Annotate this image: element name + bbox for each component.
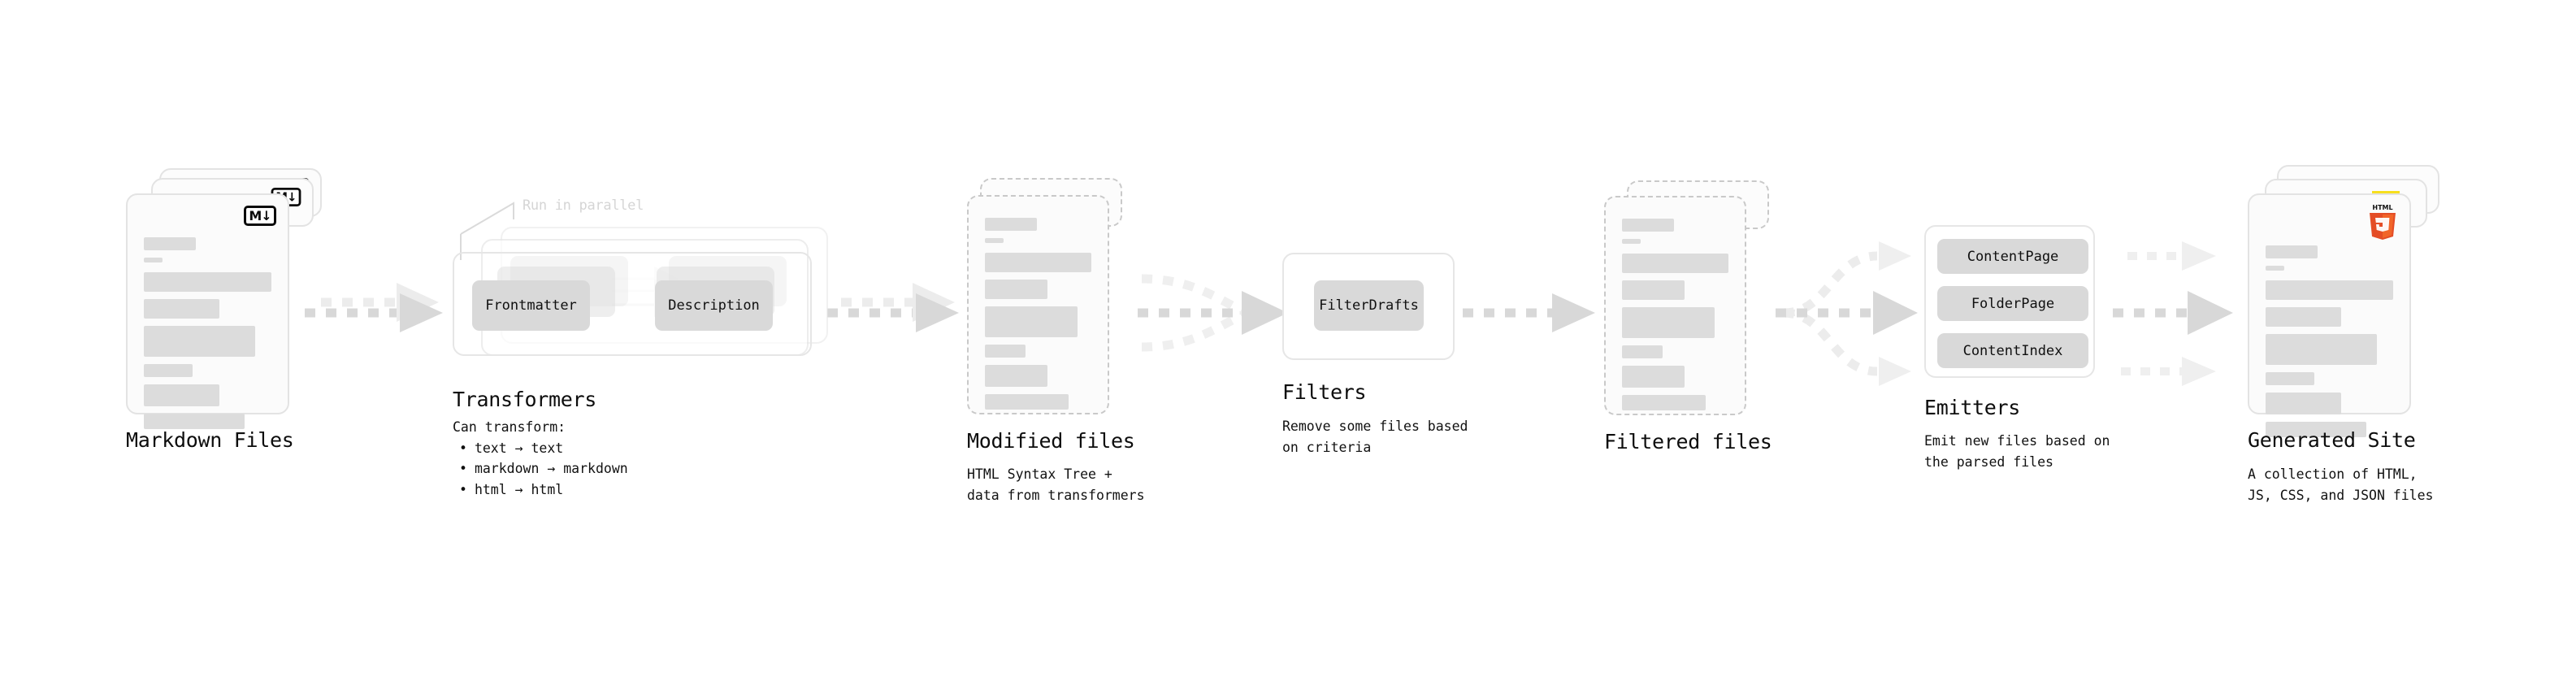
filtered-card-front <box>1604 196 1746 415</box>
transformers-bullet-item: html → html <box>453 479 628 501</box>
markdown-files-caption: Markdown Files <box>126 428 294 452</box>
transformer-node-description[interactable]: Description <box>655 280 773 331</box>
filtered-files-caption: Filtered files <box>1604 430 1772 453</box>
arrow-modified-to-filters <box>1138 274 1288 352</box>
emitters-description: Emit new files based on the parsed files <box>1924 433 2110 470</box>
modified-card-front <box>967 195 1109 414</box>
transformers-bullet-item: markdown → markdown <box>453 458 628 479</box>
transformers-bullet-item: text → text <box>453 438 628 459</box>
arrow-markdown-to-transformers <box>305 283 443 332</box>
document-placeholder-bars <box>1622 219 1728 418</box>
document-placeholder-bars <box>144 237 271 436</box>
arrow-transformers-to-modified <box>827 283 959 332</box>
filter-node-filterdrafts[interactable]: FilterDrafts <box>1314 280 1424 331</box>
filters-caption: Filters <box>1282 380 1367 404</box>
emitters-group: ContentPage FolderPage ContentIndex <box>1924 225 2095 378</box>
transformers-description: Can transform: text → text markdown → ma… <box>453 417 628 500</box>
markdown-card-front: M↓ <box>126 193 289 429</box>
modified-files-caption: Modified files <box>967 429 1135 453</box>
transformers-annotation: Run in parallel <box>523 197 644 214</box>
generated-card-front: HTML <box>2248 193 2411 437</box>
emitter-node-folderpage[interactable]: FolderPage <box>1937 286 2088 321</box>
transformers-caption: Transformers <box>453 388 597 411</box>
html5-icon: HTML <box>2370 204 2396 240</box>
document-placeholder-bars <box>985 218 1091 417</box>
filters-description: Remove some files based on criteria <box>1282 419 1468 455</box>
arrow-emitters-to-site <box>2113 241 2233 386</box>
modified-files-description: HTML Syntax Tree + data from transformer… <box>967 466 1145 503</box>
transformers-bullet-list: text → text markdown → markdown html → h… <box>453 438 628 501</box>
emitters-caption: Emitters <box>1924 396 2021 419</box>
generated-site-description: A collection of HTML, JS, CSS, and JSON … <box>2248 466 2434 503</box>
arrow-filters-to-filtered <box>1463 293 1595 332</box>
transformer-node-frontmatter[interactable]: Frontmatter <box>472 280 590 331</box>
transformers-description-lead: Can transform: <box>453 419 566 435</box>
filters-group: FilterDrafts <box>1282 253 1455 360</box>
document-placeholder-bars <box>2266 245 2393 445</box>
emitter-node-contentindex[interactable]: ContentIndex <box>1937 333 2088 368</box>
generated-site-caption: Generated Site <box>2248 428 2416 452</box>
markdown-icon: M↓ <box>244 206 276 226</box>
svg-text:HTML: HTML <box>2372 204 2392 211</box>
emitter-node-contentpage[interactable]: ContentPage <box>1937 239 2088 274</box>
transformer-layer-1 <box>453 252 812 356</box>
arrow-filtered-to-emitters <box>1776 241 1918 386</box>
